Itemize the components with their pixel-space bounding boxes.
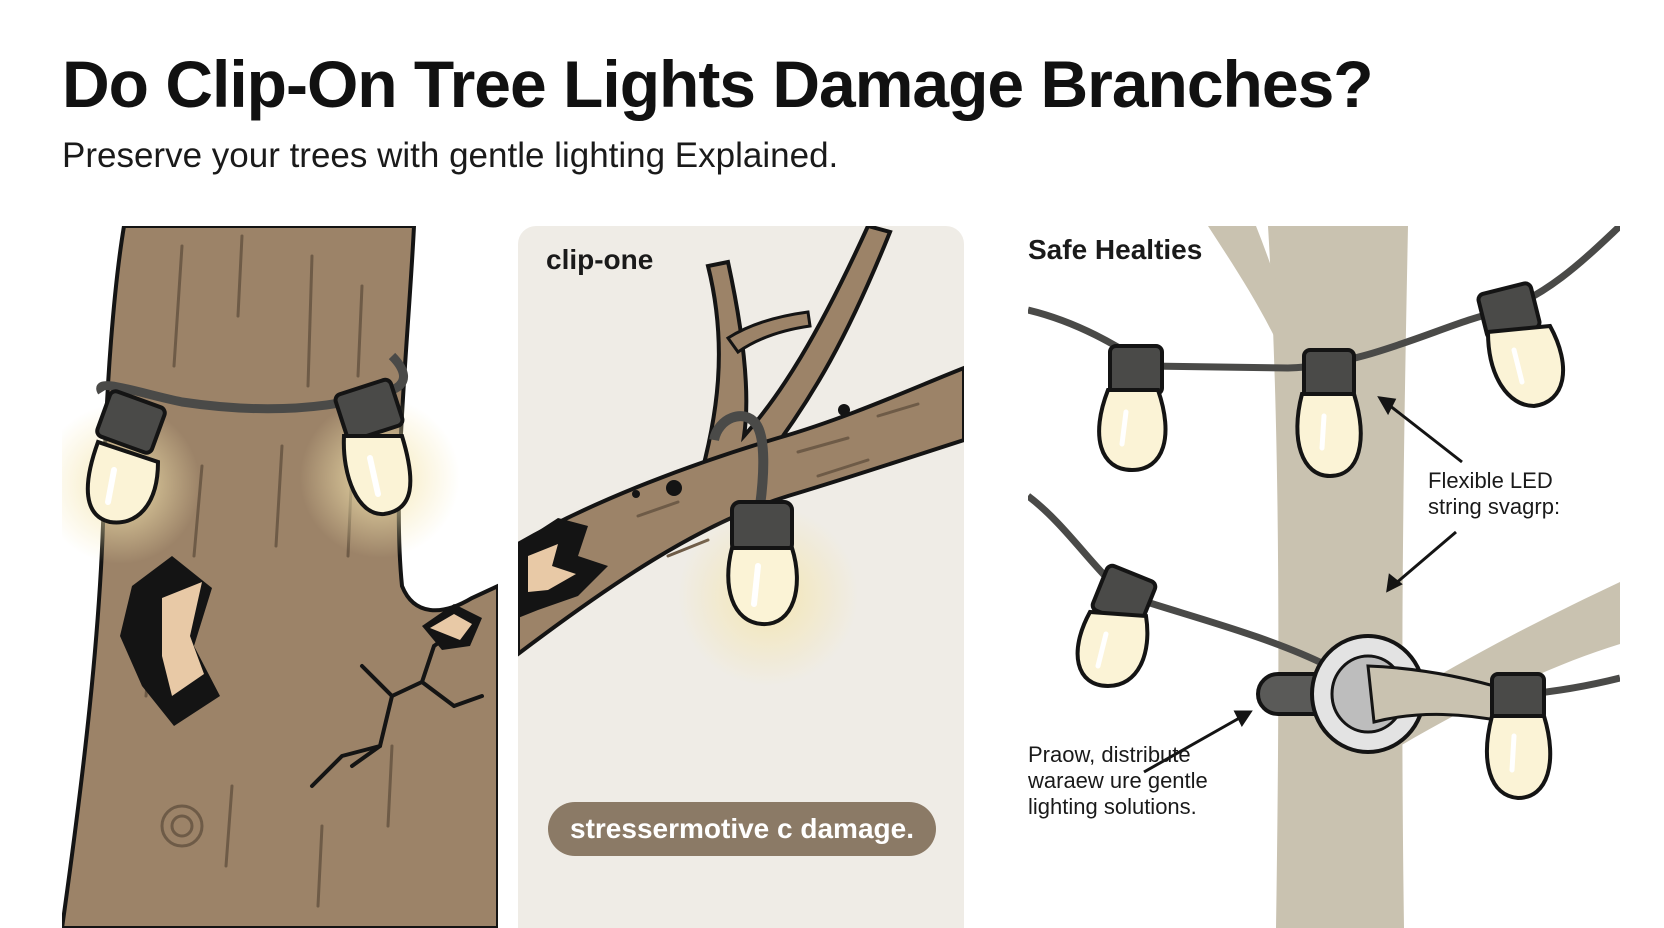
annotation-line: Praow, distribute [1028, 742, 1191, 767]
led-bulb-icon [1485, 672, 1553, 801]
annotation-line: string svagrp: [1428, 494, 1561, 519]
annotation-line: lighting solutions. [1028, 794, 1197, 819]
annotation-line: Flexible LED [1428, 468, 1553, 493]
page-subtitle: Preserve your trees with gentle lighting… [62, 136, 839, 175]
led-annotation: Flexible LED string svagrp: [1428, 468, 1560, 520]
mount-ring-icon [1256, 634, 1510, 754]
led-string-icon [1028, 226, 1620, 928]
annotation-line: waraew ure gentle [1028, 768, 1208, 793]
led-bulb-icon [1295, 348, 1363, 479]
safe-panel-label: Safe Healties [1028, 234, 1203, 265]
tree-trunk-icon [62, 226, 498, 928]
panel-safe-lighting: Safe Healties Flexible LED string svagrp… [1028, 226, 1620, 928]
panel-wrapped-trunk [62, 226, 498, 928]
led-bulb-icon [1476, 281, 1565, 409]
page-title: Do Clip-On Tree Lights Damage Branches? [62, 47, 1374, 121]
clip-on-bulb-icon [726, 500, 799, 627]
clip-on-bulb-icon [333, 377, 413, 517]
damage-callout: stressermotive c damage. [548, 802, 936, 856]
panel-clip-on-branch: clip-one stressermotive c damage. [518, 226, 964, 928]
led-bulb-icon [1075, 563, 1158, 689]
branch-wound-icon [518, 226, 964, 686]
clip-panel-label: clip-one [546, 244, 654, 275]
distribute-annotation: Praow, distribute waraew ure gentle ligh… [1028, 742, 1208, 820]
led-bulb-icon [1097, 344, 1168, 473]
clip-on-bulb-icon [85, 389, 167, 525]
